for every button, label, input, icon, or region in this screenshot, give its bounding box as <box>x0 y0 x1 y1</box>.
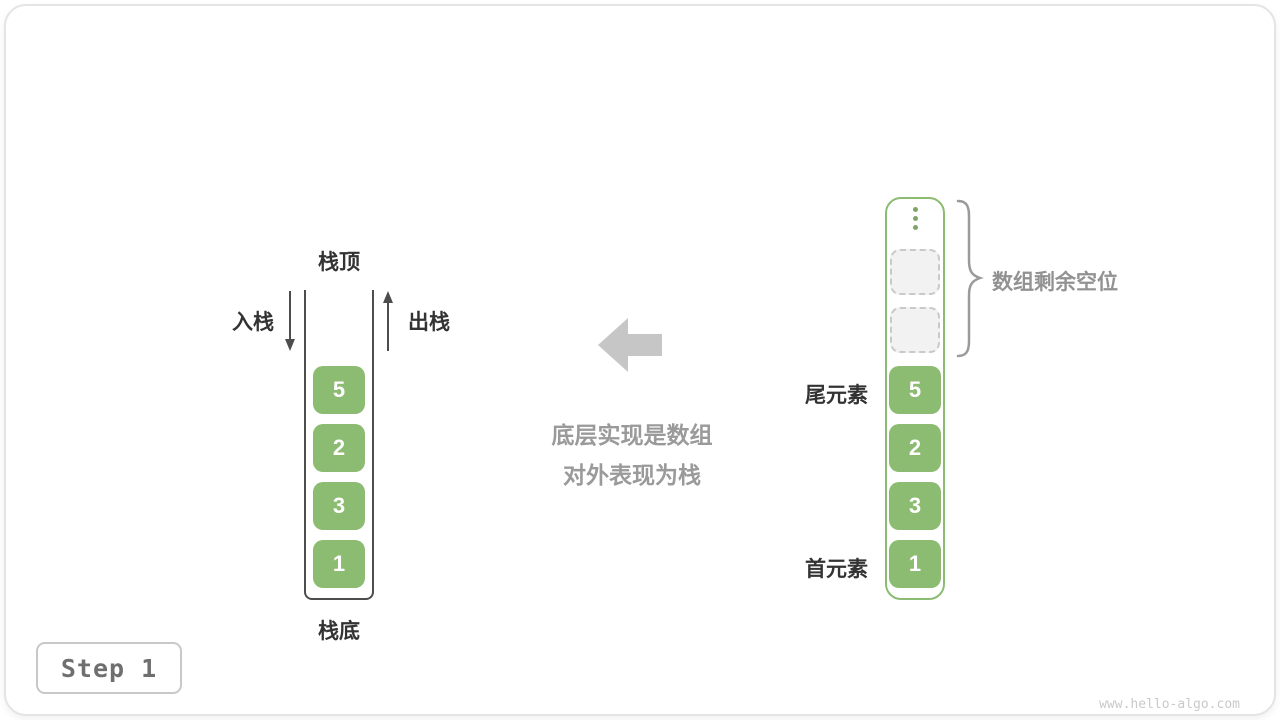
stack-cell: 5 <box>313 366 365 414</box>
watermark: www.hello-algo.com <box>1099 697 1240 712</box>
array-cell: 2 <box>889 424 941 472</box>
stack-top-label: 栈顶 <box>318 251 360 274</box>
vertical-ellipsis-icon <box>905 203 925 234</box>
push-label: 入栈 <box>232 311 274 334</box>
stack-cell: 2 <box>313 424 365 472</box>
center-caption-line1: 底层实现是数组 <box>551 422 713 448</box>
stack-cell: 3 <box>313 482 365 530</box>
array-head-label: 首元素 <box>805 558 868 581</box>
pop-label: 出栈 <box>408 311 450 334</box>
center-caption-line2: 对外表现为栈 <box>563 462 701 488</box>
array-tail-label: 尾元素 <box>805 384 868 407</box>
array-empty-slot <box>890 307 940 353</box>
page-frame <box>4 4 1276 716</box>
remaining-slots-label: 数组剩余空位 <box>992 271 1118 294</box>
push-down-arrow-icon <box>285 291 295 351</box>
step-badge: Step 1 <box>36 642 182 694</box>
array-cell: 3 <box>889 482 941 530</box>
brace-icon <box>956 199 984 358</box>
array-cell: 1 <box>889 540 941 588</box>
stack-cell: 1 <box>313 540 365 588</box>
array-cell: 5 <box>889 366 941 414</box>
array-empty-slot <box>890 249 940 295</box>
stack-bottom-label: 栈底 <box>318 620 360 643</box>
left-arrow-icon <box>598 318 662 372</box>
pop-up-arrow-icon <box>383 291 393 351</box>
